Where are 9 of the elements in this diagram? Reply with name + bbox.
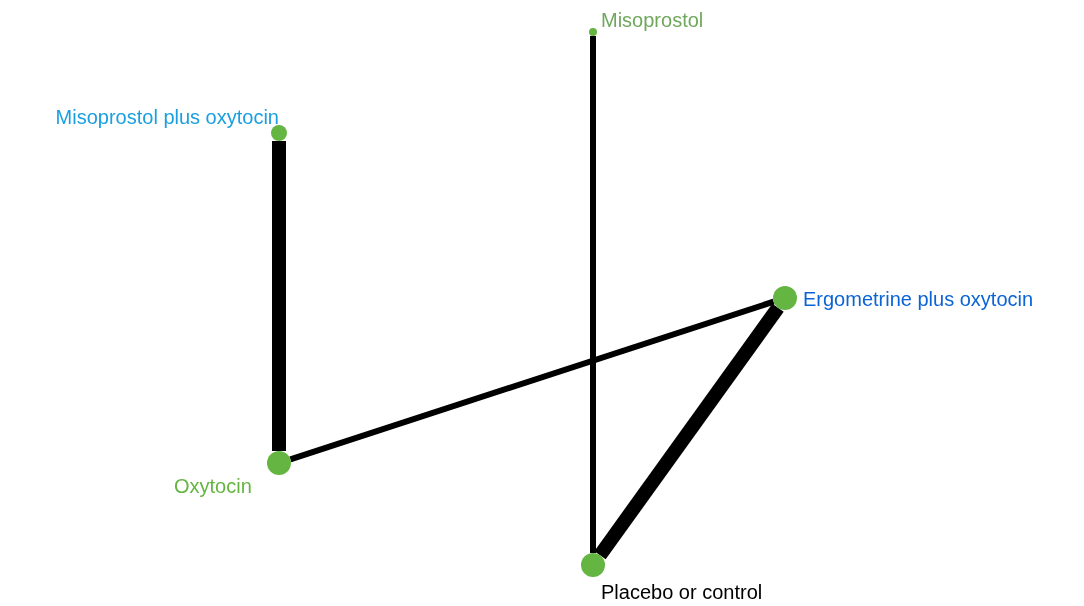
- network-link: [289, 298, 775, 463]
- network-link: [272, 141, 286, 451]
- node-label: Placebo or control: [601, 580, 763, 604]
- node-label: Ergometrine plus oxytocin: [803, 287, 1034, 311]
- network-link: [590, 36, 596, 553]
- node-label: Oxytocin: [174, 474, 252, 498]
- node-label: Misoprostol plus oxytocin: [54, 105, 279, 129]
- network-link: [594, 303, 784, 560]
- node-label: Misoprostol: [601, 8, 704, 32]
